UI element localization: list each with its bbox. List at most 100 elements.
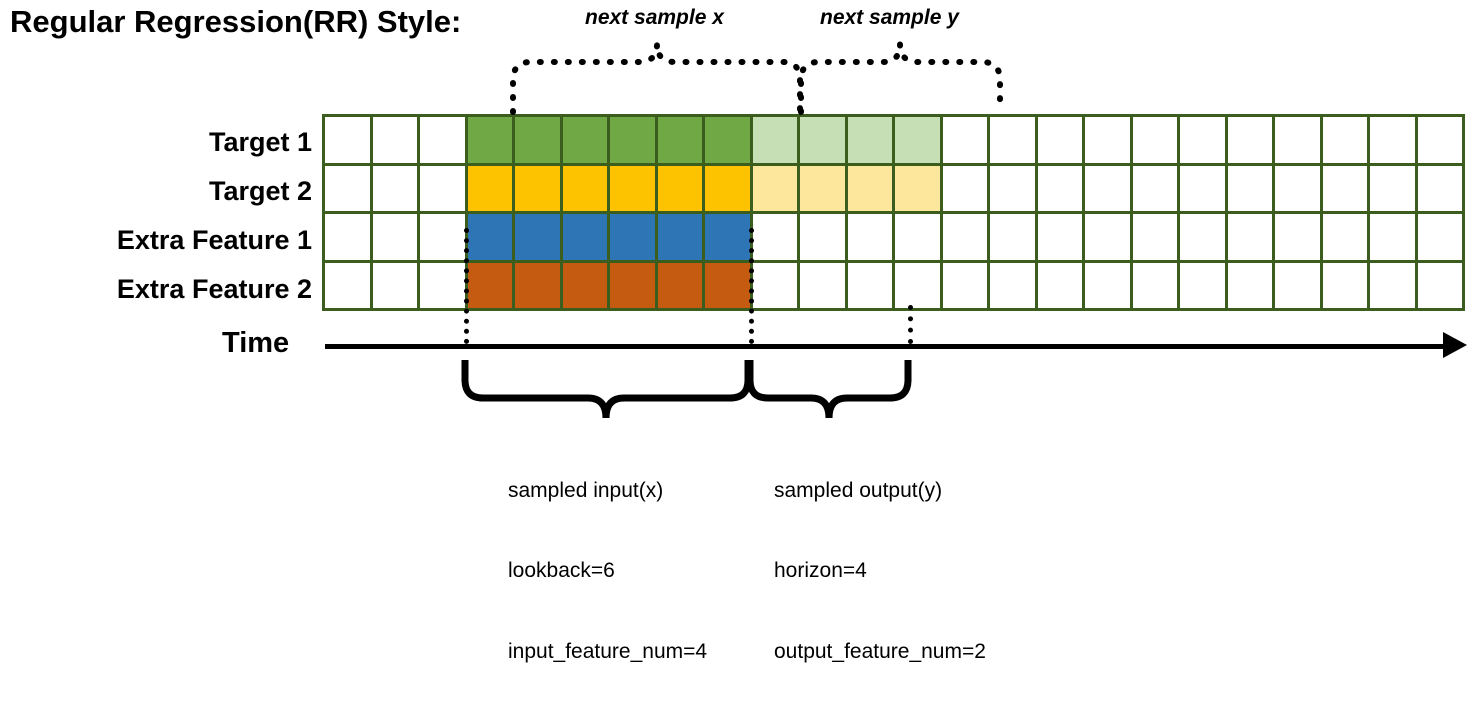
diagram-canvas: Regular Regression(RR) Style: Target 1 T… [0, 4, 1467, 663]
grid-cell [942, 117, 987, 163]
grid-cell [942, 214, 987, 260]
grid-cell [420, 165, 465, 211]
caption-sampled-input: sampled input(x) lookback=6 input_featur… [508, 424, 707, 720]
grid-cell [325, 262, 370, 308]
grid-cell [1085, 214, 1130, 260]
grid-cell [1417, 117, 1462, 163]
grid-cell [1417, 214, 1462, 260]
grid-cell [1180, 262, 1225, 308]
grid-cell [1322, 117, 1367, 163]
grid-cell [1275, 214, 1320, 260]
grid-cell [467, 262, 512, 308]
grid-cell [990, 262, 1035, 308]
row-label-target-2: Target 2 [208, 176, 312, 206]
grid-cell [1132, 117, 1177, 163]
grid-cell [847, 117, 892, 163]
grid-cell [800, 117, 845, 163]
grid-cell [1180, 165, 1225, 211]
grid-cell [752, 117, 797, 163]
grid-cell [1322, 165, 1367, 211]
grid-cell [420, 117, 465, 163]
grid-cell [942, 262, 987, 308]
grid-cell [1275, 262, 1320, 308]
grid-cell [467, 165, 512, 211]
grid-cell [515, 214, 560, 260]
row-label-column: Target 1 Target 2 Extra Feature 1 Extra … [0, 115, 312, 311]
grid-cell [657, 165, 702, 211]
brace-sampled-output [746, 360, 912, 419]
grid-cell [1180, 214, 1225, 260]
grid-cell [1132, 165, 1177, 211]
grid-cell [1370, 262, 1415, 308]
grid-cell [372, 165, 417, 211]
caption-output-line-1: sampled output(y) [774, 478, 943, 502]
grid-cell [990, 117, 1035, 163]
grid-cell [372, 262, 417, 308]
grid-cell [847, 165, 892, 211]
grid-cell [1037, 214, 1082, 260]
grid-cell [895, 165, 940, 211]
row-label-target-1: Target 1 [208, 127, 312, 157]
grid-cell [610, 214, 655, 260]
time-axis-line [325, 344, 1451, 349]
annotation-next-sample-y: next sample y [820, 6, 959, 29]
dotted-divider-output-end [908, 305, 913, 344]
caption-sampled-output: sampled output(y) horizon=4 output_featu… [774, 424, 986, 720]
grid-cell [895, 262, 940, 308]
dotted-divider-input-start [464, 228, 469, 344]
grid-cell [990, 165, 1035, 211]
time-axis-label: Time [222, 327, 290, 359]
grid-cell [1227, 262, 1272, 308]
grid-cell [467, 214, 512, 260]
grid-cell [752, 262, 797, 308]
grid-cell [467, 117, 512, 163]
grid-cell [752, 165, 797, 211]
dotted-brace-next-sample-y [798, 43, 1003, 115]
grid-cell [562, 214, 607, 260]
grid-cell [895, 214, 940, 260]
grid-cell [1275, 117, 1320, 163]
grid-cell [705, 214, 750, 260]
grid-cell [1085, 117, 1130, 163]
annotation-next-sample-x: next sample x [585, 6, 724, 29]
caption-output-line-3: output_feature_num=2 [774, 640, 986, 663]
grid-cell [562, 262, 607, 308]
grid-cell [800, 165, 845, 211]
grid-cell [705, 117, 750, 163]
caption-input-line-1: sampled input(x) [508, 478, 664, 502]
brace-sampled-input [461, 360, 752, 419]
grid-cell [325, 214, 370, 260]
grid-cell [1227, 117, 1272, 163]
grid-cell [1370, 117, 1415, 163]
grid-cell [942, 165, 987, 211]
caption-input-line-2: lookback=6 [508, 559, 615, 583]
grid-cell [1417, 262, 1462, 308]
grid-cell [562, 117, 607, 163]
grid-cell [705, 262, 750, 308]
grid-cell [1322, 262, 1367, 308]
grid-cell [657, 262, 702, 308]
dotted-brace-next-sample-x [510, 43, 803, 115]
grid-cell [325, 165, 370, 211]
grid-cell [1370, 165, 1415, 211]
grid-cell [1275, 165, 1320, 211]
grid-cell [1037, 165, 1082, 211]
time-axis-arrowhead-icon [1443, 332, 1467, 358]
caption-output-line-2: horizon=4 [774, 559, 867, 583]
grid-cell [372, 214, 417, 260]
grid-cell [847, 262, 892, 308]
grid-cell [1227, 214, 1272, 260]
grid-cell [1132, 214, 1177, 260]
grid-cell [1227, 165, 1272, 211]
dotted-divider-input-end [749, 228, 754, 344]
grid-cell [420, 262, 465, 308]
grid-cell [515, 262, 560, 308]
caption-input-line-3: input_feature_num=4 [508, 640, 708, 663]
page-title: Regular Regression(RR) Style: [10, 4, 462, 39]
grid-cell [1037, 262, 1082, 308]
grid-cell [657, 214, 702, 260]
grid-cell [705, 165, 750, 211]
grid-cell [1322, 214, 1367, 260]
grid-cell [610, 165, 655, 211]
row-label-extra-feature-1: Extra Feature 1 [116, 225, 312, 255]
